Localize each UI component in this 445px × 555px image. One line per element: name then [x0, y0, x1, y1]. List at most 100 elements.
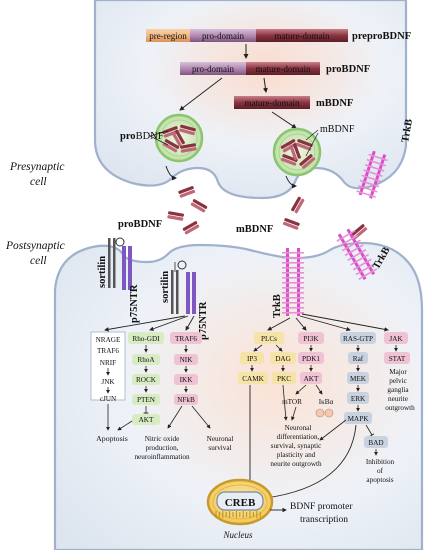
mature-domain-label-3: mature-domain — [245, 98, 300, 108]
receptor-stripe — [282, 262, 304, 264]
arrow-plc-ip3 — [253, 344, 263, 352]
receptor-stripe — [364, 164, 385, 172]
bad-box — [364, 436, 388, 448]
rock-label: ROCK — [136, 376, 157, 384]
cleft-bdnf-dimer — [178, 186, 196, 198]
transcription-line2: transcription — [300, 515, 348, 525]
mature-domain-label-2: mature-domain — [256, 64, 311, 74]
pkc-box — [272, 372, 296, 384]
stat-outcome-5: outgrowth — [385, 404, 415, 412]
creb-box — [216, 491, 264, 511]
rhogdi-label: Rho-GDI — [132, 335, 160, 343]
arrow-to-pro-vesicle — [179, 77, 223, 111]
akt-label: AKT — [304, 375, 319, 383]
arrow-trkb-plc — [267, 317, 291, 331]
receptor-stripe — [352, 258, 372, 271]
inhibition-line2: of — [377, 467, 384, 475]
erk-box — [347, 392, 369, 404]
receptor-stripe — [341, 239, 361, 252]
receptor-stripe — [282, 302, 304, 304]
pi3k-box — [298, 332, 324, 344]
arrow-to-mbdnf — [262, 77, 268, 93]
sortilin-label: sortilin — [160, 271, 171, 303]
preprobdnf-label: preproBDNF — [352, 31, 411, 42]
arrow-mapk-creb — [265, 424, 357, 500]
neuronal-line5: neurite outgrowth — [270, 460, 322, 468]
arrow-akt-apoptosis — [117, 420, 133, 431]
pi3k-label: PI3K — [303, 335, 319, 343]
erk-label: ERK — [351, 395, 366, 403]
arrow-trkb-jak — [301, 313, 389, 332]
postsynaptic-label: Postsynaptic — [5, 240, 65, 252]
pkc-label: PKC — [277, 375, 291, 383]
rasgtp-label: RAS-GTP — [343, 335, 373, 343]
receptor-stripe — [282, 257, 304, 259]
transcription-line1: BDNF promoter — [290, 502, 353, 512]
receptor-stripe — [282, 277, 304, 279]
pointer-probdnf-2 — [149, 135, 169, 146]
receptor-stripe — [358, 268, 378, 280]
presynaptic-label: Presynaptic — [9, 161, 65, 173]
presynaptic-trkb-label: TrkB — [400, 118, 415, 143]
nfkb-box — [174, 394, 198, 405]
pointer-mbdnf-2 — [305, 132, 319, 157]
nik-box — [174, 354, 198, 365]
akt-box-left — [132, 414, 160, 425]
mbdnf-dimer — [280, 154, 298, 166]
receptor-stripe — [282, 292, 304, 294]
preprobdnf-bar: pre-region pro-domain mature-domain — [146, 29, 348, 42]
jnk-label: JNK — [101, 378, 115, 386]
apoptosis-label: Apoptosis — [96, 434, 128, 443]
receptor-stripe — [282, 312, 304, 314]
nrif-label: NRIF — [100, 359, 116, 367]
sortilin-p75-receptor-left — [108, 237, 132, 290]
receptor-stripe — [361, 174, 382, 183]
akt-label-left: AKT — [139, 416, 154, 424]
camk-label: CAMK — [242, 375, 264, 383]
pten-label: PTEN — [137, 396, 156, 404]
nik-label: NIK — [180, 356, 194, 364]
exocytosis-arrow-left — [165, 165, 177, 181]
arrow-nfkb-survival — [191, 405, 211, 429]
nucleus — [206, 478, 274, 526]
dag-label: DAG — [275, 355, 291, 363]
mek-label: MEK — [350, 375, 367, 383]
receptor-stripe — [282, 287, 304, 289]
mapk-label: MAPK — [348, 415, 370, 423]
nitric-line2: production, — [146, 444, 179, 452]
rhogdi-box — [128, 332, 164, 344]
probdnf-dimer — [180, 143, 197, 153]
raf-label: Raf — [353, 355, 364, 363]
stat-label: STAT — [389, 355, 406, 363]
arrow-to-col3 — [185, 315, 195, 331]
arrow-to-col1 — [104, 315, 186, 332]
mbdnf-dimer — [289, 143, 301, 161]
vesicle-mbdnf-label: mBDNF — [320, 124, 355, 135]
pro-domain-label: pro-domain — [202, 31, 244, 41]
nitric-line1: Nitric oxide — [145, 435, 180, 443]
trkb-receptor — [282, 248, 304, 316]
presynaptic-cell-label: cell — [30, 176, 47, 188]
sortilin-p75-receptor-center — [171, 260, 196, 314]
traf6-box — [170, 332, 202, 344]
presynaptic-trkb — [356, 150, 388, 199]
probdnf-vesicle — [154, 113, 204, 163]
pro-domain-label-2: pro-domain — [192, 64, 234, 74]
creb-label: CREB — [225, 497, 256, 509]
receptor-stripe — [358, 184, 378, 193]
probdnf-dimer — [162, 139, 180, 153]
rasgtp-box — [340, 332, 376, 344]
stat-outcome-2: pelvic — [389, 377, 407, 385]
receptor-stripe — [356, 190, 376, 198]
jak-box — [384, 332, 408, 344]
receptor-stripe — [355, 263, 375, 276]
trkb-receptor-right — [336, 228, 378, 281]
receptor-stripe — [282, 282, 304, 284]
nitric-line3: neuroinflammation — [134, 453, 189, 461]
cleft-bdnf-dimer — [190, 199, 208, 213]
rhoa-label: RhoA — [137, 356, 155, 364]
jak-label: JAK — [389, 335, 403, 343]
stat-outcome-3: ganglia — [387, 386, 409, 394]
stat-outcome-1: Major — [389, 368, 407, 376]
survival-line2: survival — [208, 444, 231, 452]
